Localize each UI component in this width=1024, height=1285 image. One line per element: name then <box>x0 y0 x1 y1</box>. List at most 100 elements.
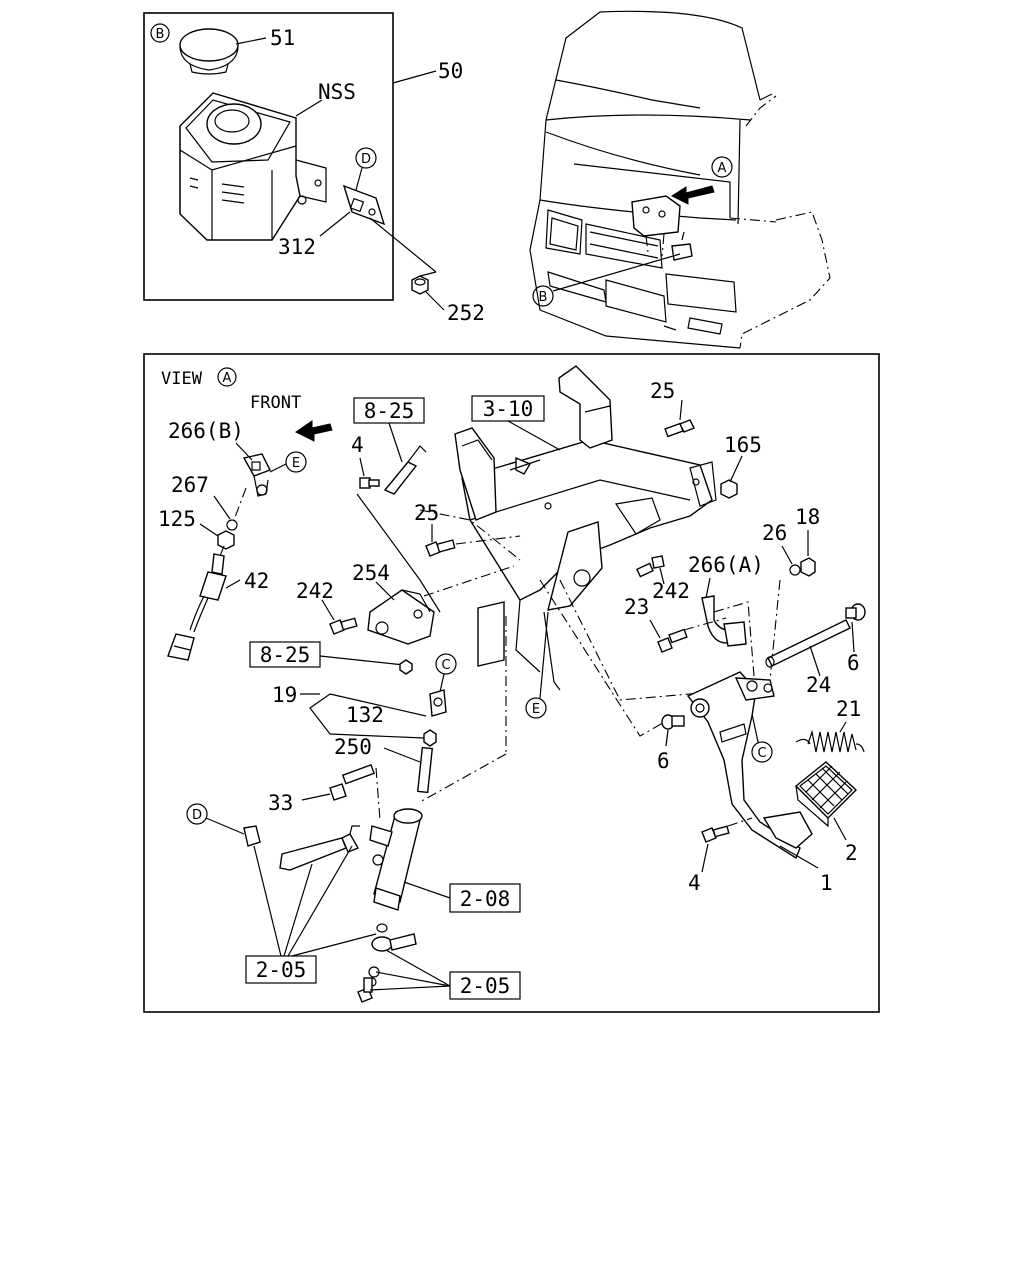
leader-3-10 <box>507 420 561 451</box>
label-312: 312 <box>278 235 316 259</box>
view-label: VIEW <box>161 369 203 389</box>
label-6-lower: 6 <box>657 749 670 773</box>
leader-nss <box>295 99 323 117</box>
label-8-25-lower: 8-25 <box>260 643 311 667</box>
leader-242-left <box>321 599 335 621</box>
label-2-05-left: 2-05 <box>256 958 307 982</box>
clamp-266b <box>242 453 271 497</box>
label-d-view: D <box>192 808 202 823</box>
leader-6-right <box>851 621 855 653</box>
clip-267 <box>226 519 238 531</box>
label-165: 165 <box>724 433 762 457</box>
leader-6-lower <box>665 729 669 747</box>
label-d-inset: D <box>361 152 371 167</box>
marker-e-upper <box>285 451 307 473</box>
leader-250 <box>383 747 421 763</box>
leader-50 <box>392 70 437 84</box>
banjo-fitting <box>357 923 417 1003</box>
clutch-pedal-arm <box>686 671 813 860</box>
label-b-cab: B <box>539 290 548 305</box>
inset-marker-b <box>150 23 170 43</box>
fitting-d <box>243 825 261 847</box>
label-242-right: 242 <box>652 579 690 603</box>
bracket-19 <box>309 693 331 735</box>
label-2: 2 <box>845 841 858 865</box>
label-nss: NSS <box>318 80 356 104</box>
view-direction-arrow <box>670 185 715 205</box>
marker-d-inset <box>355 147 377 169</box>
front-label: FRONT <box>250 393 301 413</box>
nut-165 <box>720 479 738 499</box>
assembly-line-pivot <box>539 579 669 737</box>
leader-2 <box>833 817 847 841</box>
label-a-cab: A <box>718 161 727 176</box>
label-24: 24 <box>806 673 831 697</box>
label-2-05-right: 2-05 <box>460 974 511 998</box>
label-2-08: 2-08 <box>460 887 511 911</box>
leader-312 <box>319 211 351 237</box>
ref-box-8-25-lower <box>249 641 321 668</box>
label-51: 51 <box>270 26 295 50</box>
marker-a-cab <box>711 156 733 178</box>
label-21: 21 <box>836 697 861 721</box>
label-125: 125 <box>158 507 196 531</box>
marker-c-lower <box>751 741 773 763</box>
view-marker-circle <box>217 367 237 387</box>
hose-line <box>279 825 360 871</box>
label-25-upper: 25 <box>650 379 675 403</box>
bolt-25-mid <box>425 539 456 557</box>
reservoir-tank <box>179 92 327 241</box>
cab-front-view <box>529 10 831 349</box>
clutch-switch <box>383 445 427 495</box>
label-19: 19 <box>272 683 297 707</box>
inset-marker-b-text: B <box>156 27 165 42</box>
bolt-242-right <box>636 555 665 578</box>
grommet-8-25 <box>399 659 413 675</box>
label-254: 254 <box>352 561 390 585</box>
leader-26 <box>781 545 793 565</box>
label-266b: 266(B) <box>168 419 244 443</box>
leader-266b <box>235 442 253 461</box>
label-3-10: 3-10 <box>483 397 534 421</box>
plate-254 <box>367 589 435 645</box>
label-e-lower: E <box>532 702 540 717</box>
screw-4-upper <box>359 477 380 489</box>
label-1: 1 <box>820 871 833 895</box>
leader-bracket-nut <box>369 217 437 273</box>
marker-c-upper <box>435 653 457 675</box>
label-23: 23 <box>624 595 649 619</box>
front-arrow <box>295 420 333 442</box>
switch-42 <box>167 553 227 661</box>
leader-24 <box>809 645 821 677</box>
leader-b-cab <box>552 253 681 292</box>
label-4-upper: 4 <box>351 433 364 457</box>
leader-23 <box>649 619 661 639</box>
inset-frame <box>143 12 394 301</box>
label-26: 26 <box>762 521 787 545</box>
return-spring-21 <box>795 729 865 753</box>
pin-6-lower <box>661 714 685 730</box>
leader-125 <box>199 523 219 537</box>
nut-125 <box>217 530 235 550</box>
label-132: 132 <box>346 703 384 727</box>
leader-1 <box>779 845 819 869</box>
label-267: 267 <box>171 473 209 497</box>
label-266a: 266(A) <box>688 553 764 577</box>
leader-165 <box>729 455 743 483</box>
leader-21 <box>839 721 847 733</box>
label-c-lower: C <box>757 746 766 761</box>
leader-4-lower <box>701 843 709 873</box>
pedal-pad <box>794 761 858 828</box>
label-50: 50 <box>438 59 463 83</box>
nut-18 <box>800 557 816 577</box>
leader-d <box>355 167 363 191</box>
label-250: 250 <box>334 735 372 759</box>
label-e-upper: E <box>292 456 300 471</box>
leader-8-25-lower <box>319 655 405 666</box>
label-33: 33 <box>268 791 293 815</box>
bolt-33 <box>329 763 375 801</box>
label-4-lower: 4 <box>688 871 701 895</box>
bolt-25-upper <box>664 419 695 438</box>
marker-b-cab <box>532 285 554 307</box>
leader-2-08 <box>403 881 451 899</box>
